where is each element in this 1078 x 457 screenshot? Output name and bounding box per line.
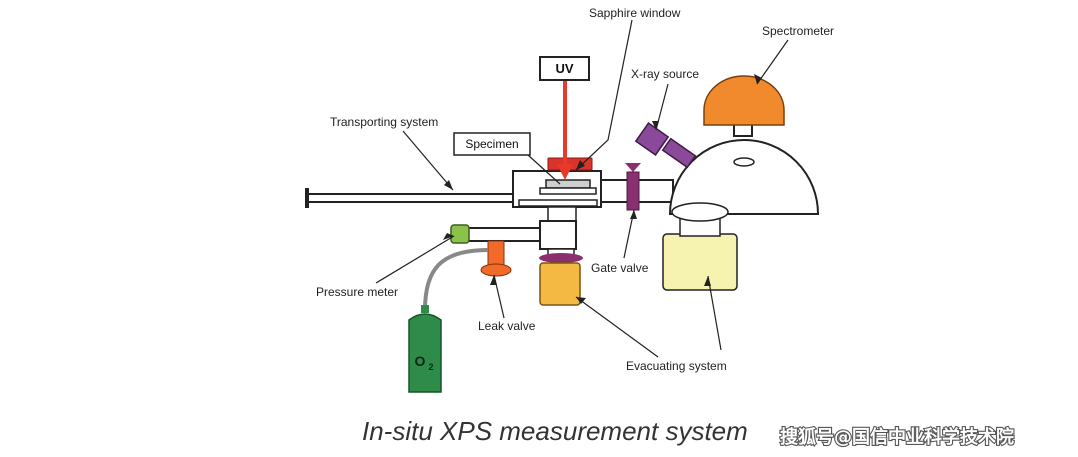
evacuating-system bbox=[662, 202, 738, 291]
spectrometer bbox=[703, 75, 785, 126]
transport-rod bbox=[305, 188, 515, 208]
analysis-chamber bbox=[668, 123, 820, 215]
gate-valve-label: Gate valve bbox=[591, 261, 649, 275]
oxygen-cylinder: O 2 bbox=[408, 305, 442, 393]
pressure-meter-label: Pressure meter bbox=[316, 285, 398, 299]
uv-source-box: UV bbox=[539, 56, 590, 81]
spectrometer-label: Spectrometer bbox=[762, 24, 834, 38]
leader-arrowheads bbox=[443, 74, 762, 304]
pressure-meter bbox=[450, 224, 470, 244]
specimen-callout: Specimen bbox=[453, 132, 561, 185]
uv-label: UV bbox=[555, 61, 573, 76]
diagram-caption: In-situ XPS measurement system bbox=[362, 416, 748, 446]
specimen-label: Specimen bbox=[465, 137, 518, 151]
leak-valve bbox=[480, 240, 512, 277]
transporting-system-label: Transporting system bbox=[330, 115, 438, 129]
cross-tube bbox=[466, 206, 583, 263]
o2-subscript: 2 bbox=[428, 362, 433, 372]
gas-line bbox=[423, 248, 489, 311]
uv-beam bbox=[557, 80, 573, 180]
sapphire-window-label: Sapphire window bbox=[589, 6, 681, 20]
evacuating-system-label: Evacuating system bbox=[626, 359, 727, 373]
o2-label: O bbox=[415, 353, 426, 369]
evacuating-pump bbox=[539, 262, 581, 306]
x-ray-source bbox=[634, 122, 697, 169]
gate-valve bbox=[625, 163, 641, 211]
watermark: 搜狐号@国信中业科学技术院 bbox=[780, 426, 1014, 448]
x-ray-source-label: X-ray source bbox=[631, 67, 699, 81]
leak-valve-label: Leak valve bbox=[478, 319, 536, 333]
specimen bbox=[539, 179, 597, 195]
